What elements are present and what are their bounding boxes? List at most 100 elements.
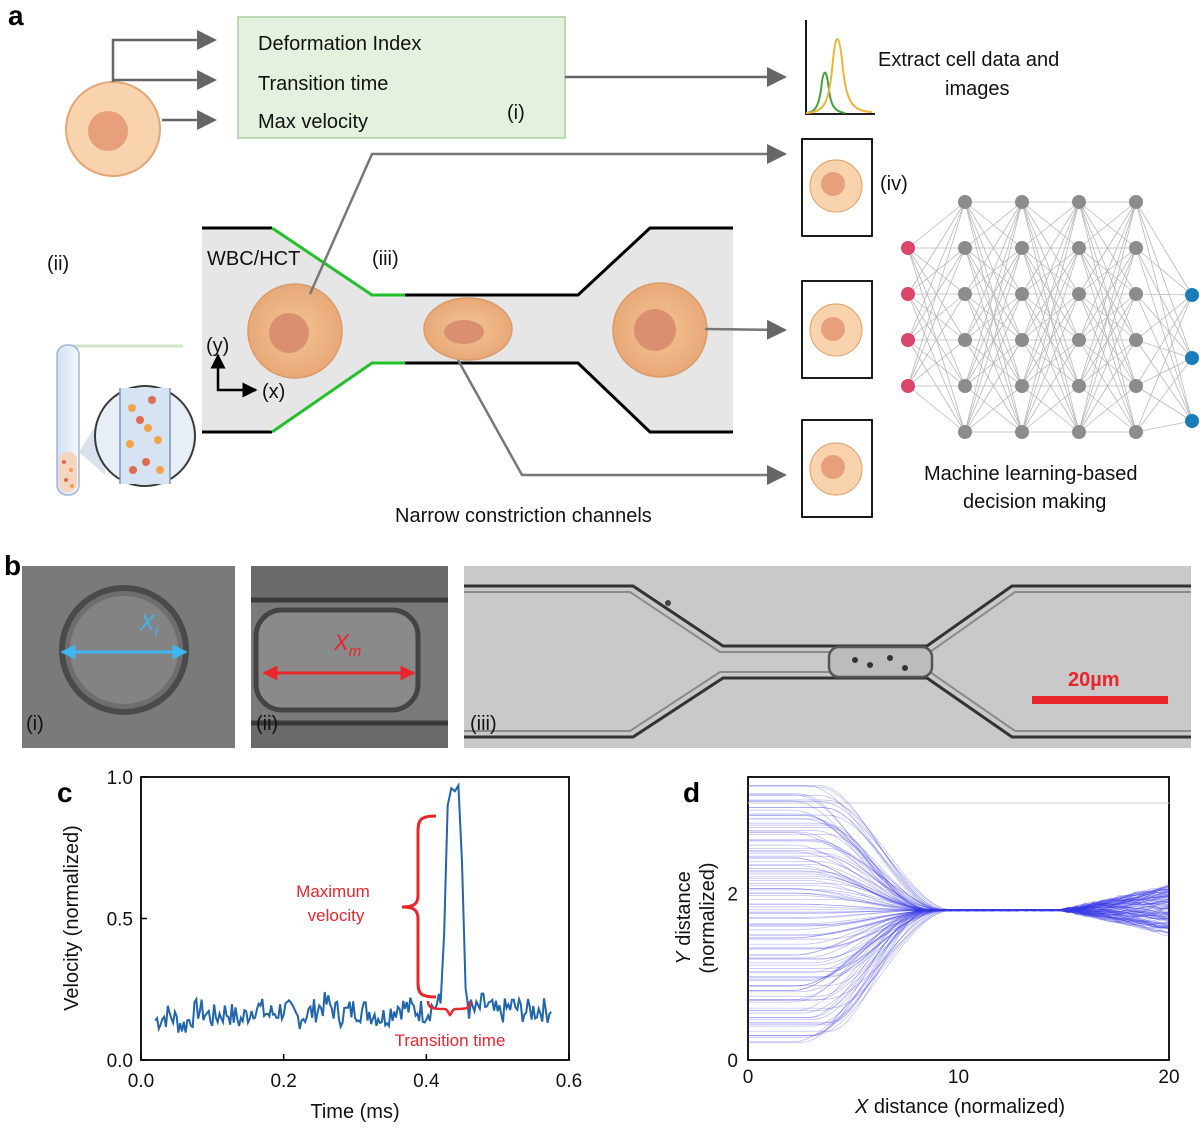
nn-node-hidden [1072,333,1086,347]
wbc-hct-label: WBC/HCT [207,248,300,270]
chart-c-xtick-label: 0.0 [128,1071,154,1092]
annotation-transition-time: Transition time [395,1031,506,1050]
nn-edge [1135,247,1193,359]
nn-edge [1135,339,1193,359]
chart-d-trajectory [748,896,1170,1024]
chart-d-trajectory [748,847,1170,933]
chart-d-trajectory [748,801,1170,912]
test-tube-icon [56,344,196,496]
nn-edge [1078,201,1137,387]
chart-d-trajectory [748,830,1170,935]
svg-text:(normalized): (normalized) [697,862,719,973]
xm-label: Xm [333,630,361,660]
chart-d-trajectory [748,888,1170,921]
nn-edge [907,339,966,387]
metric-max-velocity: Max velocity [258,111,368,133]
tag-ii: (ii) [47,253,69,275]
nn-node-hidden [958,287,972,301]
nn-edge [1135,247,1193,422]
cell-illustration-top [65,81,161,177]
nn-edge [1021,201,1080,387]
chart-d-trajectory [748,908,1170,959]
neural-network-diagram [901,195,1199,439]
nn-node-input [901,379,915,393]
nn-edge [1135,294,1193,341]
chart-c-ytick-label: 0.5 [107,910,133,931]
nn-edge [1021,201,1080,341]
chart-d-trajectory [748,897,1170,1036]
chart-d-trajectory [748,906,1170,925]
chart-d-trajectory [748,893,1170,911]
chart-c-xtick-label: 0.2 [270,1071,296,1092]
max-velocity-brace [401,814,437,999]
nn-edge [1078,201,1137,341]
chart-d-trajectory [748,909,1170,987]
nn-edge [1021,201,1080,295]
chart-d-trajectory [748,909,1170,1032]
tag-iii: (iii) [372,248,399,270]
chart-d-trajectory [748,871,1170,912]
constriction-channel [202,226,733,434]
micrograph-ii: Xm (ii) [251,566,448,748]
chart-d-trajectory [748,870,1170,928]
nn-edge [907,201,966,387]
chart-d-trajectory [748,909,1170,1001]
chart-d-xtick-label: 0 [743,1067,754,1088]
ml-caption-line-2: decision making [963,491,1106,513]
chart-d-trajectory [748,909,1170,1038]
chart-d-trajectory [748,901,1170,992]
scale-bar-label: 20µm [1068,669,1120,691]
chart-d-trajectory [748,908,1170,921]
chart-d-trajectory [748,896,1170,980]
nn-node-hidden [1015,379,1029,393]
xy-axis-indicator [210,353,258,398]
nn-node-hidden [1072,287,1086,301]
chart-d-trajectory [748,822,1170,933]
nn-node-hidden [1129,333,1143,347]
chart-d-trajectory [748,890,1170,974]
nn-node-hidden [958,425,972,439]
nn-edge [1021,201,1080,249]
chart-d-trajectory [748,883,1170,913]
chart-d-trajectory [748,909,1170,936]
chart-d-trajectory [748,909,1170,1037]
channel-caption: Narrow constriction channels [395,505,652,527]
chart-d-trajectory [748,909,1170,987]
chart-d-xtick-label: 10 [948,1067,969,1088]
chart-d-trajectory [748,885,1170,912]
nn-edge [1135,293,1193,422]
chart-d-trajectory [748,908,1170,936]
chart-d-trajectory [748,903,1170,1036]
chart-d-trajectory [748,892,1170,931]
nn-edge [1078,385,1137,433]
chart-d-trajectory [748,892,1170,913]
annotation-velocity: velocity [308,906,365,925]
nn-node-hidden [1015,287,1029,301]
chart-d-trajectory [748,909,1170,960]
chart-d-trajectory [748,901,1170,973]
chart-d-trajectories [748,784,1170,1043]
nn-edge [907,201,966,341]
metrics-box [237,16,566,139]
chart-d-trajectory [748,889,1170,977]
extract-line-2: images [945,78,1009,100]
chart-c-xtick-label: 0.4 [413,1071,440,1092]
chart-d-trajectory [748,891,1170,1009]
chart-d-trajectory [748,908,1170,915]
nn-edge [1078,293,1137,433]
nn-node-output [1185,414,1199,428]
nn-node-hidden [1015,241,1029,255]
tag-iv: (iv) [880,173,908,195]
chart-c-xlabel: Time (ms) [310,1101,399,1123]
chart-d-xlabel: X distance (normalized) [854,1096,1065,1118]
chart-c-xtick-label: 0.6 [556,1071,582,1092]
chart-d-trajectory [748,879,1170,920]
chart-d-trajectory [748,844,1170,924]
panel-d-label: d [683,777,700,808]
nn-edge [964,293,1023,433]
chart-d-trajectory [748,909,1170,978]
nn-edge [1078,339,1137,433]
